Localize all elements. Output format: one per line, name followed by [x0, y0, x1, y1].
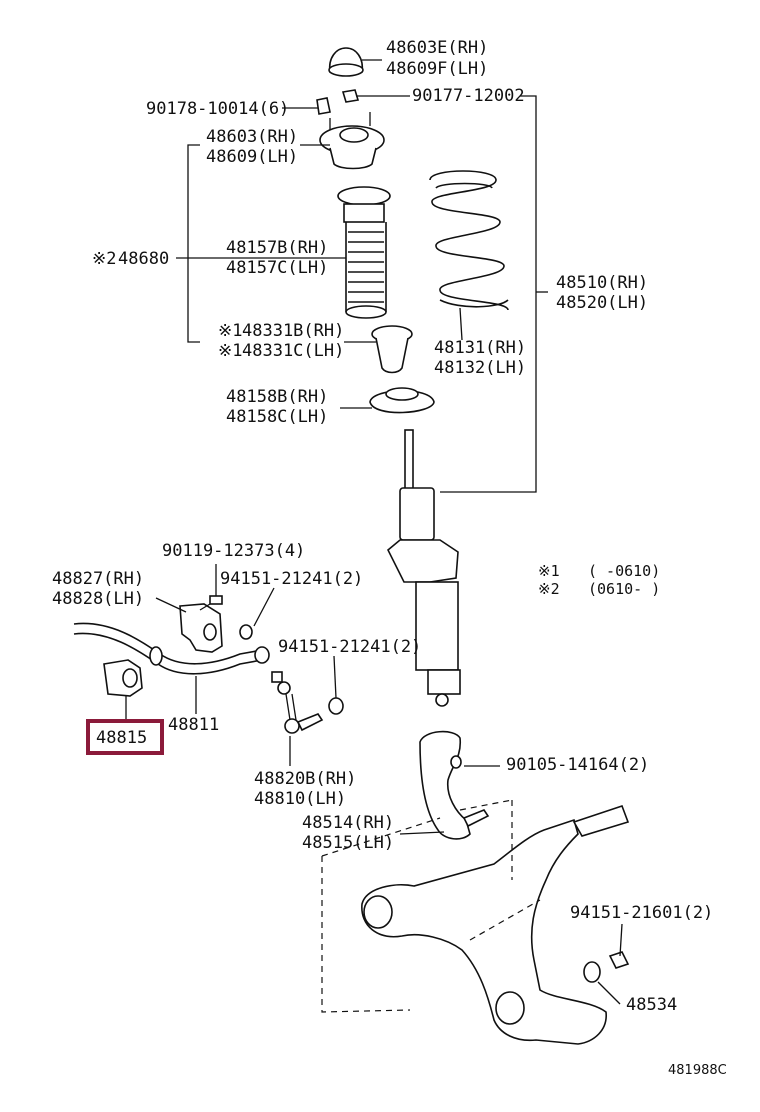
arm-bushing-part[interactable]: [583, 961, 601, 983]
svg-text:48158C(LH): 48158C(LH): [226, 407, 328, 427]
svg-text:48158B(RH): 48158B(RH): [226, 387, 328, 407]
svg-text:48810(LH): 48810(LH): [254, 789, 346, 809]
bushing-part[interactable]: [103, 659, 143, 697]
bolt-left-part[interactable]: [316, 97, 331, 115]
leader-lines: [125, 59, 623, 1005]
shock-absorber-part[interactable]: [387, 429, 461, 707]
svg-text:48515(LH): 48515(LH): [302, 833, 394, 853]
svg-text:48132(LH): 48132(LH): [434, 358, 526, 378]
callout-stabilizer-bar[interactable]: 48811: [168, 715, 219, 735]
bump-stopper-part[interactable]: [371, 325, 413, 374]
callout-lower-arm[interactable]: 48534: [626, 995, 677, 1015]
figure-reference: 481988C: [668, 1063, 727, 1078]
svg-text:48815: 48815: [96, 728, 147, 748]
svg-text:48603E(RH): 48603E(RH): [386, 38, 488, 58]
svg-text:48331B(RH): 48331B(RH): [242, 321, 344, 341]
callout-bumper[interactable]: ※1 48331B(RH) ※1 48331C(LH): [218, 321, 344, 361]
svg-text:※2: ※2: [538, 580, 560, 598]
arm-nut-part[interactable]: [608, 951, 630, 969]
svg-text:48820B(RH): 48820B(RH): [254, 769, 356, 789]
callout-link-nut[interactable]: 94151-21241(2): [278, 637, 421, 657]
dashed-guides: [321, 799, 541, 1013]
svg-text:※1: ※1: [538, 562, 560, 580]
callout-link[interactable]: 48820B(RH) 48810(LH): [254, 769, 356, 809]
callout-bushing[interactable]: 48815: [86, 719, 164, 755]
stabilizer-bar-part[interactable]: [73, 622, 270, 675]
svg-text:48828(LH): 48828(LH): [52, 589, 144, 609]
svg-text:48157B(RH): 48157B(RH): [226, 238, 328, 258]
callout-bracket-nut[interactable]: 94151-21241(2): [220, 569, 363, 589]
bracket-part[interactable]: [179, 603, 223, 653]
dust-boot-part[interactable]: [337, 186, 391, 319]
knuckle-arm-part[interactable]: [419, 730, 490, 840]
callout-bolt-left[interactable]: 90178-10014(6): [146, 99, 289, 119]
svg-text:48603(RH): 48603(RH): [206, 127, 298, 147]
coil-spring-part[interactable]: [429, 170, 509, 311]
svg-text:48131(RH): 48131(RH): [434, 338, 526, 358]
svg-text:48827(RH): 48827(RH): [52, 569, 144, 589]
callout-knuckle-bolt[interactable]: 90105-14164(2): [506, 755, 649, 775]
callout-bracket-bolt[interactable]: 90119-12373(4): [162, 541, 305, 561]
svg-text:48520(LH): 48520(LH): [556, 293, 648, 313]
upper-cap-part[interactable]: [328, 47, 364, 77]
svg-text:48609(LH): 48609(LH): [206, 147, 298, 167]
callout-knuckle[interactable]: 48514(RH) 48515(LH): [302, 813, 394, 853]
callout-bracket[interactable]: 48827(RH) 48828(LH): [52, 569, 144, 609]
callout-nut-right[interactable]: 90177-12002: [412, 86, 525, 106]
callout-mount[interactable]: 48603(RH) 48609(LH): [206, 127, 298, 167]
svg-text:※1: ※1: [218, 341, 242, 361]
legend: ※1 ( -0610) ※2 (0610- ): [538, 562, 660, 598]
nut-top-part[interactable]: [341, 89, 360, 103]
callout-spring[interactable]: 48131(RH) 48132(LH): [434, 338, 526, 378]
lower-arm-part[interactable]: [361, 804, 630, 1045]
svg-text:48680: 48680: [118, 249, 169, 269]
callout-boot[interactable]: 48157B(RH) 48157C(LH): [226, 238, 328, 278]
svg-text:(0610- ): (0610- ): [588, 580, 660, 598]
callout-upper-cap[interactable]: 48603E(RH) 48609F(LH): [386, 38, 488, 79]
callout-strut[interactable]: 48510(RH) 48520(LH): [556, 273, 648, 313]
bracket-nut-part[interactable]: [239, 624, 253, 640]
callout-assembly[interactable]: ※2 48680: [92, 249, 169, 269]
svg-text:※1: ※1: [218, 321, 242, 341]
svg-text:( -0610): ( -0610): [588, 562, 660, 580]
upper-mount-part[interactable]: [319, 112, 385, 170]
svg-text:48609F(LH): 48609F(LH): [386, 59, 488, 79]
svg-text:※2: ※2: [92, 249, 116, 269]
link-nut-part[interactable]: [328, 697, 344, 715]
lower-seat-part[interactable]: [369, 387, 435, 414]
stabilizer-link-part[interactable]: [271, 671, 324, 734]
svg-text:48331C(LH): 48331C(LH): [242, 341, 344, 361]
callout-lower-seat[interactable]: 48158B(RH) 48158C(LH): [226, 387, 328, 427]
svg-text:48510(RH): 48510(RH): [556, 273, 648, 293]
svg-text:48514(RH): 48514(RH): [302, 813, 394, 833]
svg-text:48157C(LH): 48157C(LH): [226, 258, 328, 278]
callout-arm-nut[interactable]: 94151-21601(2): [570, 903, 713, 923]
